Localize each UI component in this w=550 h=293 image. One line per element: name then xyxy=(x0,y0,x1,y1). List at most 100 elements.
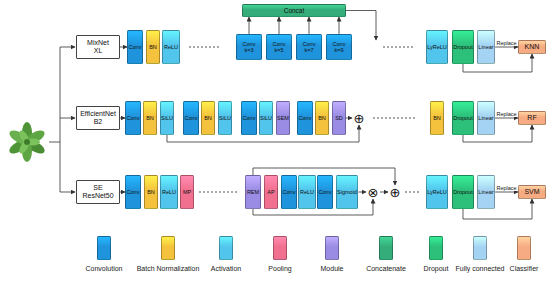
dropout-block: Dropout xyxy=(452,101,475,135)
node-label: Conv k=7 xyxy=(303,41,316,53)
node-label: SiLU xyxy=(219,115,231,121)
conv-block: Conv k=7 xyxy=(296,34,322,60)
node-label: Conv k=5 xyxy=(273,41,286,53)
legend-swatch xyxy=(473,236,487,260)
dropout-block: Dropout xyxy=(452,30,475,64)
connector xyxy=(346,118,352,119)
node-label: SVM xyxy=(524,188,539,196)
connector xyxy=(279,17,280,34)
module-block: SD xyxy=(332,101,346,135)
node-label: ⊕ xyxy=(390,186,401,199)
node-label: LyReLU xyxy=(427,189,447,195)
batchnorm-block: BN xyxy=(430,101,444,135)
node-label: BN xyxy=(433,115,441,121)
connector xyxy=(120,47,127,48)
module-block: REM xyxy=(245,175,260,209)
conv-block: Conv xyxy=(125,101,141,135)
legend-swatch xyxy=(161,236,175,260)
node-label: Linear xyxy=(478,44,493,50)
pooling-block: AP xyxy=(264,175,278,209)
node-label: Linear xyxy=(478,115,493,121)
classifier-box: RF xyxy=(518,111,546,125)
conv-block: Conv xyxy=(127,30,143,64)
legend-label: Convolution xyxy=(86,265,123,273)
connector xyxy=(495,118,518,119)
legend-label: Pooling xyxy=(268,265,291,273)
conv-block: Conv xyxy=(183,101,199,135)
activation-block: SiLU xyxy=(160,101,175,135)
operator-circle: ⊕ xyxy=(352,111,366,125)
operator-circle: ⊗ xyxy=(366,185,380,199)
linear-block: Linear xyxy=(477,175,495,209)
batchnorm-block: BN xyxy=(315,101,329,135)
pooling-block: MP xyxy=(180,175,194,209)
legend-swatch xyxy=(429,236,443,260)
node-label: Dropout xyxy=(453,189,473,195)
node-label: REM xyxy=(247,189,259,195)
node-label: Dropout xyxy=(453,44,473,50)
conv-block: Conv k=3 xyxy=(236,34,262,60)
node-label: ReLU xyxy=(162,189,176,195)
node-label: MixNet XL xyxy=(87,39,109,54)
connector xyxy=(249,17,250,34)
legend-label: Activation xyxy=(211,265,241,273)
node-label: SD xyxy=(335,115,343,121)
node-label: Concat xyxy=(284,7,305,14)
conv-block: Conv xyxy=(317,175,333,209)
node-label: SEM xyxy=(277,115,289,121)
node-label: RF xyxy=(527,114,536,122)
node-label: Conv xyxy=(319,189,332,195)
connector xyxy=(495,47,518,48)
connector xyxy=(495,192,518,193)
linear-block: Linear xyxy=(477,101,495,135)
legend-label: Module xyxy=(321,265,344,273)
branch-arrow xyxy=(60,47,75,48)
edge-label: Replace xyxy=(496,111,517,117)
branch-line xyxy=(49,47,60,192)
classifier-box: KNN xyxy=(518,40,546,54)
batchnorm-block: BN xyxy=(146,30,160,64)
legend-swatch xyxy=(517,236,531,260)
legend-label: Fully connected xyxy=(455,265,504,273)
classifier-box: SVM xyxy=(518,185,546,199)
activation-block: ReLU xyxy=(298,175,315,209)
activation-block: LyReLU xyxy=(426,175,449,209)
legend-label: Classifier xyxy=(510,265,539,273)
node-label: BN xyxy=(318,115,326,121)
node-label: BN xyxy=(147,189,155,195)
legend-swatch xyxy=(97,236,111,260)
backbone-box: EfficientNet B2 xyxy=(76,106,120,130)
branch-arrow xyxy=(60,118,75,119)
legend-label: Dropout xyxy=(424,265,449,273)
node-label: Conv xyxy=(127,189,140,195)
branch-arrow xyxy=(60,192,75,193)
leaf xyxy=(7,128,31,148)
conv-block: Conv xyxy=(281,175,297,209)
node-label: ReLU xyxy=(300,189,314,195)
activation-block: ReLU xyxy=(160,175,177,209)
backbone-box: MixNet XL xyxy=(76,35,120,59)
node-label: SE ResNet50 xyxy=(82,184,113,199)
node-label: SiLU xyxy=(260,115,272,121)
legend-swatch xyxy=(379,236,393,260)
node-label: Conv xyxy=(129,44,142,50)
leaf-illustration xyxy=(7,122,47,162)
conv-block: Conv xyxy=(125,175,141,209)
activation-block: SiLU xyxy=(218,101,233,135)
connector xyxy=(339,17,340,34)
node-label: Conv xyxy=(283,189,296,195)
node-label: Conv xyxy=(299,115,312,121)
batchnorm-block: BN xyxy=(201,101,215,135)
edge-label: Replace xyxy=(496,40,517,46)
leaf xyxy=(17,129,30,145)
leaf-center xyxy=(24,139,30,145)
node-label: Dropout xyxy=(453,115,473,121)
node-label: ReLU xyxy=(164,44,178,50)
legend-label: Concatenate xyxy=(366,265,406,273)
node-label: LyReLU xyxy=(427,44,447,50)
activation-block: ReLU xyxy=(162,30,179,64)
activation-block: SiLU xyxy=(259,101,274,135)
connector xyxy=(358,192,366,193)
node-label: KNN xyxy=(525,43,540,51)
node-label: AP xyxy=(267,189,274,195)
